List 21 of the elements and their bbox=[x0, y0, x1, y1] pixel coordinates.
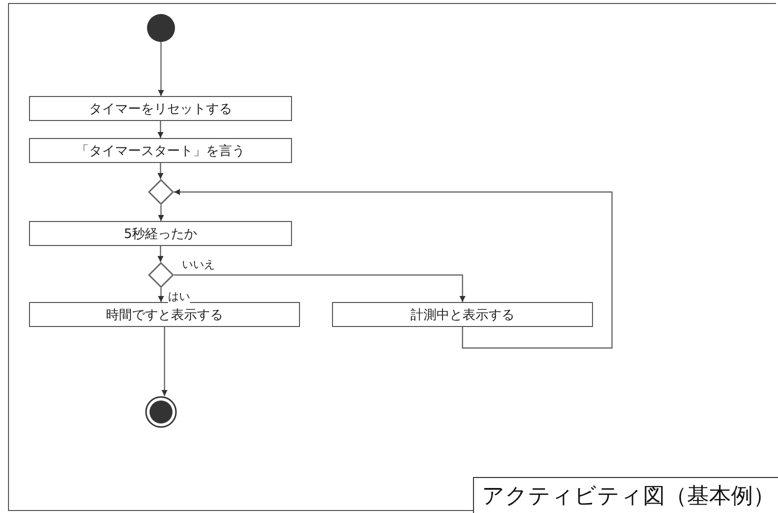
arrow bbox=[158, 121, 164, 138]
arrow bbox=[158, 288, 164, 302]
edge-label: はい bbox=[168, 289, 190, 304]
action-box: 5秒経ったか bbox=[29, 221, 292, 246]
final-node bbox=[145, 396, 177, 428]
action-box: 計測中と表示する bbox=[332, 302, 593, 327]
arrow bbox=[174, 274, 466, 302]
initial-node bbox=[147, 14, 175, 42]
decision-diamond bbox=[148, 179, 174, 205]
diagram-title: アクティビティ図（基本例） bbox=[473, 477, 778, 513]
action-box: 時間ですと表示する bbox=[29, 302, 300, 327]
action-box: 「タイマースタート」を言う bbox=[29, 138, 292, 163]
arrow bbox=[162, 327, 168, 396]
decision-diamond bbox=[148, 262, 174, 288]
arrow bbox=[158, 163, 164, 179]
arrow bbox=[174, 189, 613, 349]
edge-label: いいえ bbox=[182, 257, 215, 272]
arrow bbox=[158, 246, 164, 262]
arrow bbox=[158, 205, 164, 221]
arrow bbox=[158, 42, 164, 96]
action-box: タイマーをリセットする bbox=[29, 96, 292, 121]
